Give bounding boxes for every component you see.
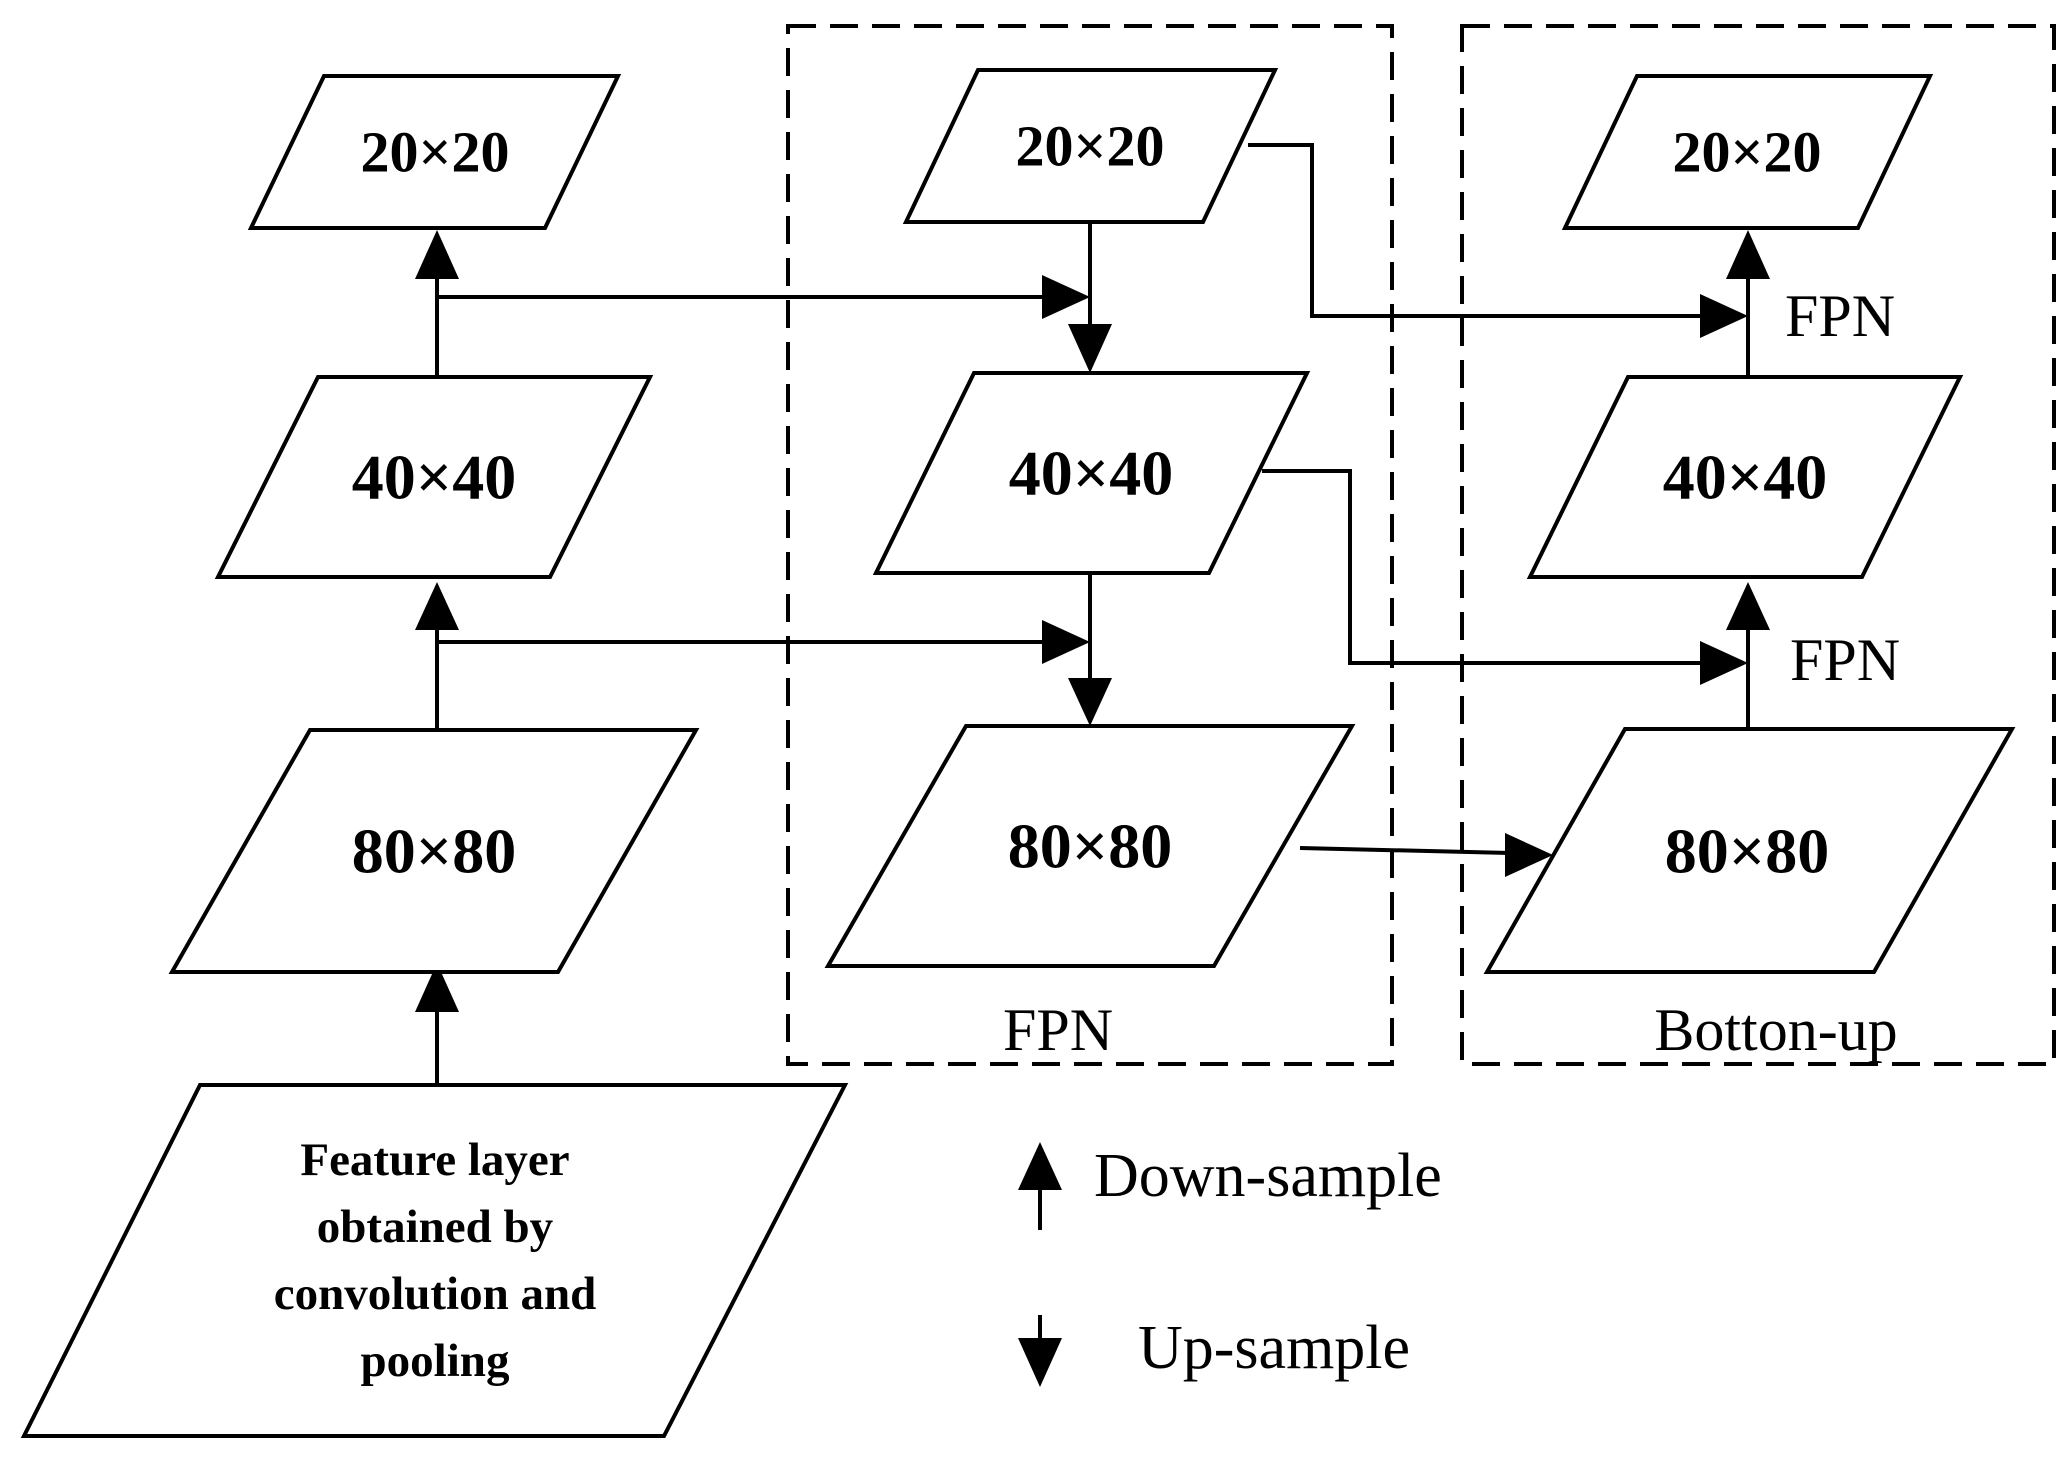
fpn-20-to-bottom-up-link xyxy=(1248,143,1702,318)
bottom-up-20x20-box xyxy=(1561,74,1934,230)
legend-up-sample-label: Up-sample xyxy=(1138,1314,1410,1382)
bottom-up-40x40-box xyxy=(1526,375,1964,579)
backbone-20x20-box xyxy=(247,74,622,230)
fpn-group-label: FPN xyxy=(1003,997,1113,1063)
bottom-up-20x20-label: 20×20 xyxy=(1672,120,1821,185)
arrow-down-head xyxy=(1068,678,1112,726)
arrow-right-head xyxy=(1042,620,1090,664)
legend-down-sample-arrow-icon xyxy=(1018,1142,1062,1190)
backbone-80x80-box xyxy=(168,728,700,974)
fpn-80x80-label: 80×80 xyxy=(1008,811,1172,882)
backbone-20x20-label: 20×20 xyxy=(360,120,509,185)
backbone-40x40-box xyxy=(214,375,654,579)
backbone-80x80-label: 80×80 xyxy=(352,816,516,887)
bottom-up-fusion-label-lower: FPN xyxy=(1790,627,1900,693)
bottom-up-40x40-label: 40×40 xyxy=(1663,442,1827,513)
legend-up-sample-arrow-icon xyxy=(1018,1338,1062,1387)
arrow-up-head xyxy=(415,230,459,279)
fpn-40x40-label: 40×40 xyxy=(1009,438,1173,509)
feature-layer-label-line-3: convolution and xyxy=(274,1268,597,1320)
fpn-group-box xyxy=(786,24,1394,1066)
bottom-up-80x80-box xyxy=(1483,727,2016,974)
fpn-40x40-box xyxy=(872,371,1311,575)
feature-layer-label-line-1: Feature layer xyxy=(300,1134,569,1186)
fpn-80x80-box xyxy=(824,724,1356,968)
arrow-right-head xyxy=(1505,833,1553,877)
arrow-up-head xyxy=(415,582,459,630)
fpn-20x20-box xyxy=(902,68,1279,224)
legend-down-sample-label: Down-sample xyxy=(1094,1142,1442,1210)
fpn-40-to-bottom-up-link xyxy=(1262,469,1702,665)
arrow-up-head xyxy=(1726,230,1770,279)
bottom-up-fusion-label-upper: FPN xyxy=(1785,283,1895,349)
backbone-40x40-label: 40×40 xyxy=(352,442,516,513)
arrow-down-head xyxy=(1068,324,1112,373)
arrow-right-head xyxy=(1700,641,1748,685)
arrow-right-head xyxy=(1042,275,1090,319)
arrow-up-head xyxy=(415,963,459,1012)
feature-layer-box xyxy=(20,1083,849,1438)
arrow-right-head xyxy=(1700,294,1748,338)
bottom-up-group-box xyxy=(1460,24,2056,1066)
bottom-up-group-label: Botton-up xyxy=(1654,997,1897,1063)
fpn-80-to-bottom-up-link xyxy=(1299,846,1511,855)
feature-layer-label-line-2: obtained by xyxy=(317,1201,554,1253)
bottom-up-80x80-label: 80×80 xyxy=(1665,816,1829,887)
fpn-20x20-label: 20×20 xyxy=(1015,114,1164,179)
arrow-up-head xyxy=(1726,582,1770,630)
feature-layer-label-line-4: pooling xyxy=(361,1335,510,1387)
